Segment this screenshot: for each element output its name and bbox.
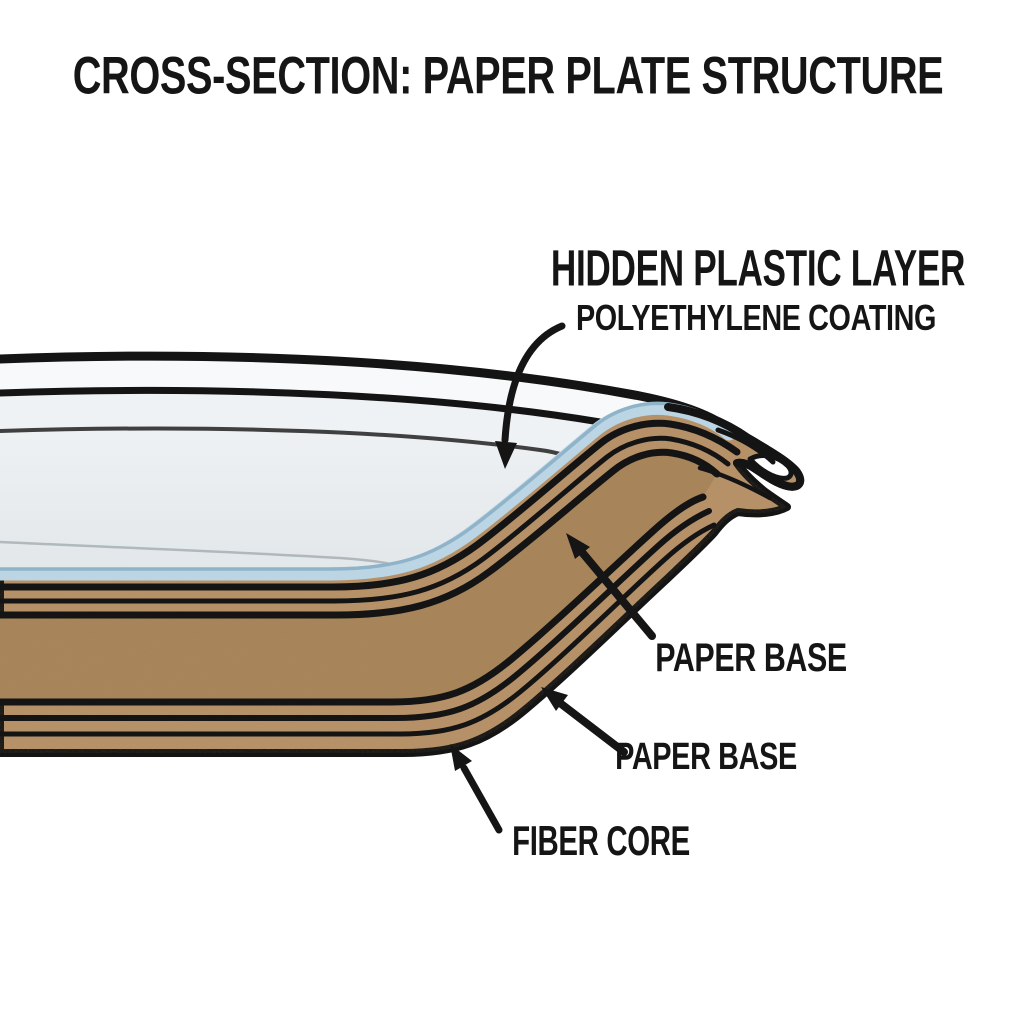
paper-base-upper-label: PAPER BASE xyxy=(655,636,847,680)
diagram-title: CROSS-SECTION: PAPER PLATE STRUCTURE xyxy=(72,46,944,106)
fiber-core-arrow xyxy=(450,744,503,834)
hidden-plastic-layer-label: HIDDEN PLASTIC LAYER xyxy=(550,239,966,297)
rim-curl-outline xyxy=(664,403,805,491)
rim-curl-inner-line xyxy=(715,427,776,465)
layer-line-core-top xyxy=(0,448,721,619)
paper-base-upper-arrow xyxy=(566,533,656,640)
polyethylene-coating-label: POLYETHYLENE COATING xyxy=(575,297,937,338)
back-rim-line-3 xyxy=(0,426,587,466)
layer-line-core-bottom xyxy=(0,493,707,706)
fiber-core-label: FIBER CORE xyxy=(512,817,690,864)
rim-lip-line xyxy=(697,465,773,501)
paper-base-lower-arrow xyxy=(541,687,628,756)
layer-line-top-1 xyxy=(0,419,741,591)
back-rim-band-inner xyxy=(0,390,610,464)
callout-arrows xyxy=(450,322,656,834)
paper-base-lower-label: PAPER BASE xyxy=(615,736,797,778)
layer-line-top-2 xyxy=(0,435,731,604)
polyethylene-arrow xyxy=(495,322,566,469)
rim-curl xyxy=(664,403,805,501)
floor-crease-line xyxy=(0,540,405,569)
layer-line-bottom-1 xyxy=(0,508,712,721)
layer-line-bottom-2 xyxy=(0,522,717,737)
